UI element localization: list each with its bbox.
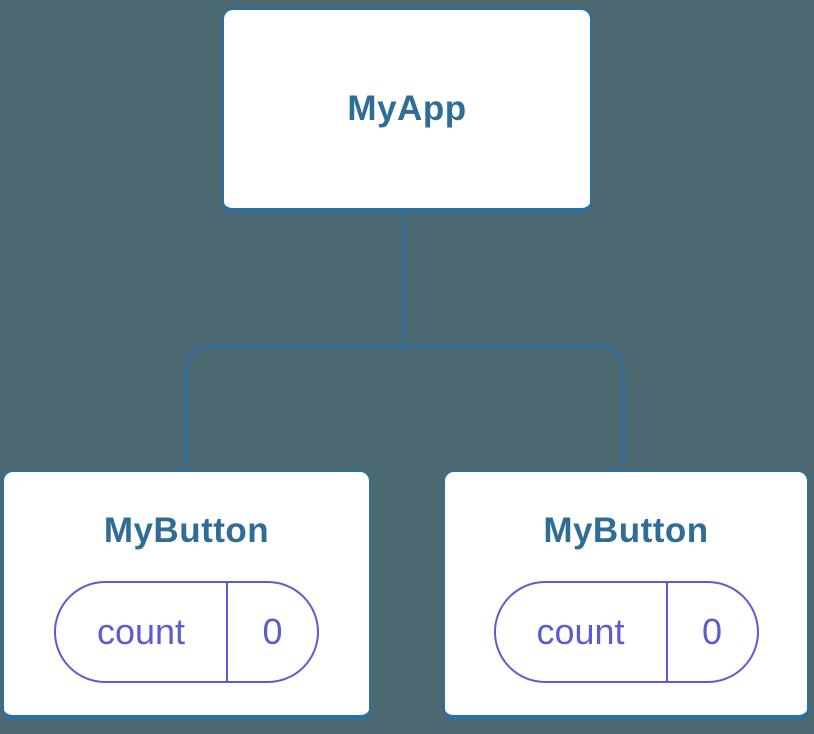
component-node-child-right: MyButton count 0 [443,470,809,720]
state-value-cell: 0 [228,583,317,681]
tree-connector-bracket [185,345,625,470]
component-node-child-left: MyButton count 0 [2,470,371,720]
state-value-cell: 0 [668,583,757,681]
state-key-cell: count [56,582,228,681]
state-value-label: 0 [262,610,283,652]
state-key-label: count [96,610,186,652]
tree-connector-stem [403,213,406,345]
child-node-label: MyButton [543,510,709,550]
component-node-root: MyApp [222,8,592,213]
state-pill: count 0 [54,580,319,683]
state-key-label: count [536,610,625,652]
state-key-cell: count [496,582,668,681]
child-node-label: MyButton [103,510,270,550]
root-node-label: MyApp [347,89,467,128]
state-pill: count 0 [493,580,759,683]
state-value-label: 0 [701,610,723,652]
